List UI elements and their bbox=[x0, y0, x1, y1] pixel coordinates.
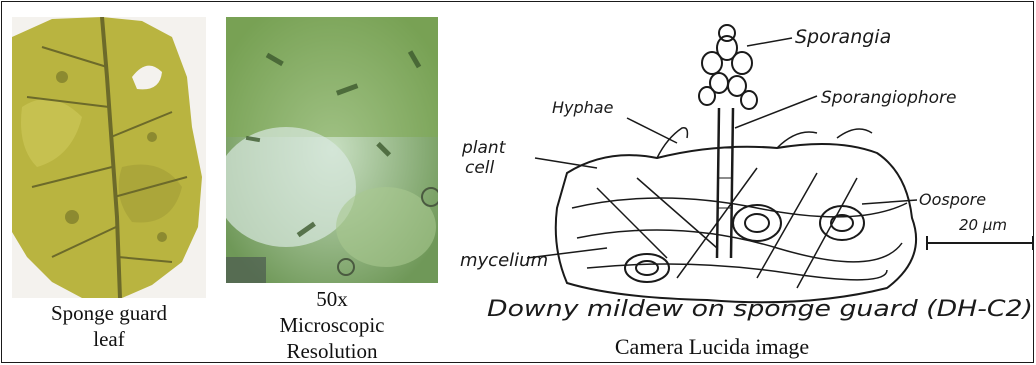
leaf-caption-line2: leaf bbox=[12, 326, 206, 352]
lucida-caption: Camera Lucida image bbox=[562, 334, 862, 360]
label-sporangiophore: Sporangiophore bbox=[821, 88, 957, 108]
label-hyphae: Hyphae bbox=[552, 98, 614, 117]
drawing-title: Downy mildew on sponge guard (DH-C2) bbox=[487, 297, 1033, 322]
leaf-caption: Sponge guard leaf bbox=[12, 300, 206, 352]
microscope-caption: 50x Microscopic Resolution bbox=[226, 286, 438, 363]
mycelium-mat bbox=[556, 144, 916, 302]
sporangia-cluster bbox=[699, 25, 757, 109]
camera-lucida-drawing: Sporangia Sporangiophore Hyphae plant ce… bbox=[457, 8, 1034, 330]
label-plant-cell-line2: cell bbox=[465, 158, 495, 178]
scale-bar bbox=[927, 236, 1033, 250]
label-oospore: Oospore bbox=[919, 190, 986, 209]
stalk-septa bbox=[718, 148, 732, 208]
microscope-caption-line1: 50x bbox=[226, 286, 438, 312]
microscope-caption-line2: Microscopic bbox=[226, 312, 438, 338]
label-sporangia: Sporangia bbox=[795, 26, 891, 48]
leaf-caption-line1: Sponge guard bbox=[12, 300, 206, 326]
microscope-caption-line3: Resolution bbox=[226, 338, 438, 363]
hyphae-tangle bbox=[572, 128, 907, 288]
label-scale: 20 µm bbox=[959, 216, 1007, 234]
label-plant-cell-line1: plant bbox=[461, 138, 507, 158]
label-mycelium: mycelium bbox=[460, 250, 548, 271]
microscopic-image bbox=[226, 17, 438, 283]
sponge-guard-leaf-photo bbox=[12, 17, 206, 298]
